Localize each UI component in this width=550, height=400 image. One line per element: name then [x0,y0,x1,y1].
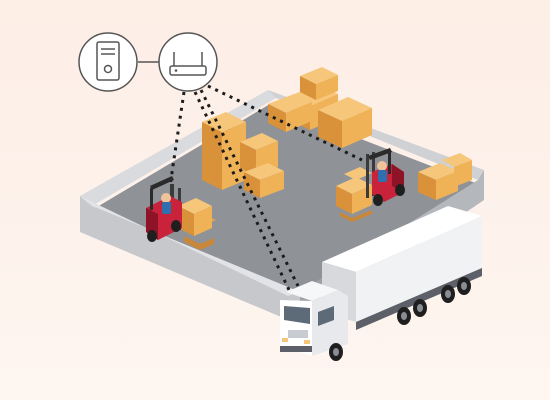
box-stack-back-left [202,112,284,198]
wireless-router-icon [158,32,218,92]
front-left-wall [80,196,300,325]
forklift-left [146,176,216,250]
warehouse-floor [92,104,478,292]
link-router-to-truck [193,91,292,293]
trailer-side [356,216,482,322]
forklift-right [336,148,405,222]
wireless-links [168,84,363,293]
truck-side-window [318,306,334,326]
trailer-top [322,206,482,272]
box-stack-back-right [268,67,372,148]
delivery-truck [280,206,482,361]
box-stack-right [418,153,472,200]
front-left-wall-top [80,196,300,296]
truck-cab-side [312,290,348,356]
truck-wheels [329,277,471,361]
truck-windshield [284,306,310,324]
truck-cab-top [286,281,338,301]
server-icon [78,32,138,92]
